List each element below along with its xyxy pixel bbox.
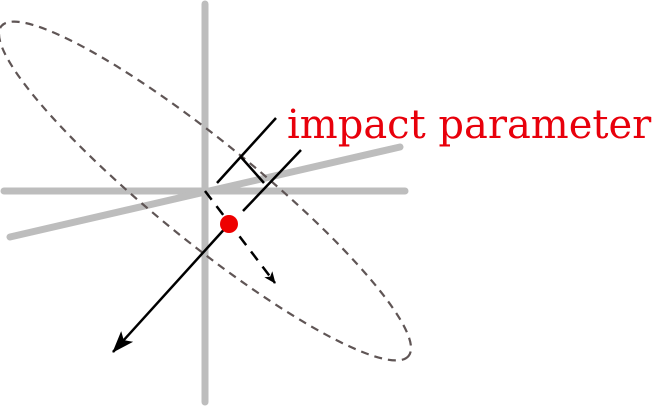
impact-point [220, 215, 238, 233]
dashed-ellipse [0, 20, 413, 362]
projected-trajectory-dashed-arrow [204, 190, 276, 284]
bracket-connector-line [239, 155, 265, 184]
impact-parameter-label: impact parameter [287, 102, 652, 148]
lower-parallel-line [242, 149, 302, 212]
upper-parallel-line [216, 117, 277, 184]
particle-trajectory-arrow [112, 223, 230, 353]
